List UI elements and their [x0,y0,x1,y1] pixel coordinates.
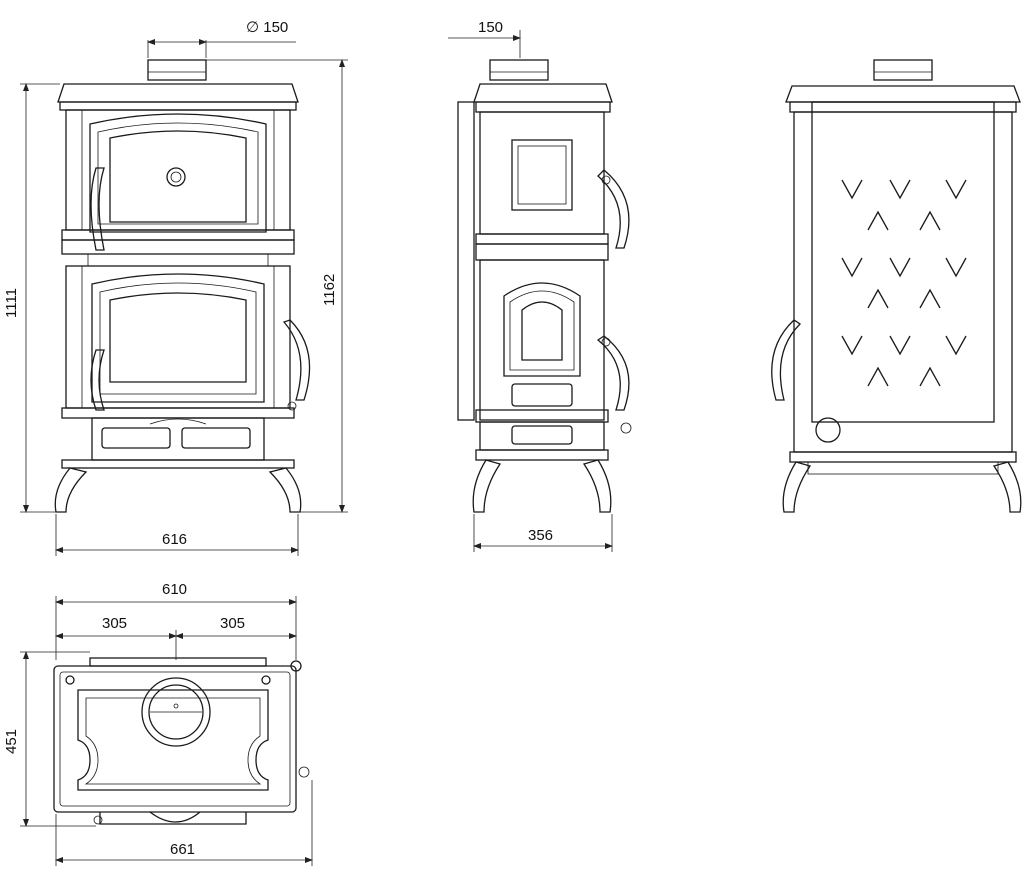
vent-pattern [841,179,967,387]
back-view [771,59,1022,513]
top-depth-label: 451 [3,729,20,754]
side-depth-label: 356 [528,527,553,544]
front-flue-diameter-label: ∅ 150 [246,19,288,36]
top-half-right-label: 305 [220,615,245,632]
front-height-body-label: 1111 [3,288,20,318]
top-view [53,657,310,825]
front-view [54,59,311,513]
front-dimensions: ∅ 150 1111 1162 616 [3,19,348,556]
side-view [457,59,632,513]
top-width-label: 610 [162,581,187,598]
side-dimensions: 150 356 [448,19,613,552]
top-half-left-label: 305 [102,615,127,632]
front-height-total-label: 1162 [321,274,338,306]
front-width-label: 616 [162,531,187,548]
top-overall-width-label: 661 [170,841,195,858]
top-dimensions: 610 305 305 451 661 [3,581,313,866]
side-flue-offset-label: 150 [478,19,503,36]
